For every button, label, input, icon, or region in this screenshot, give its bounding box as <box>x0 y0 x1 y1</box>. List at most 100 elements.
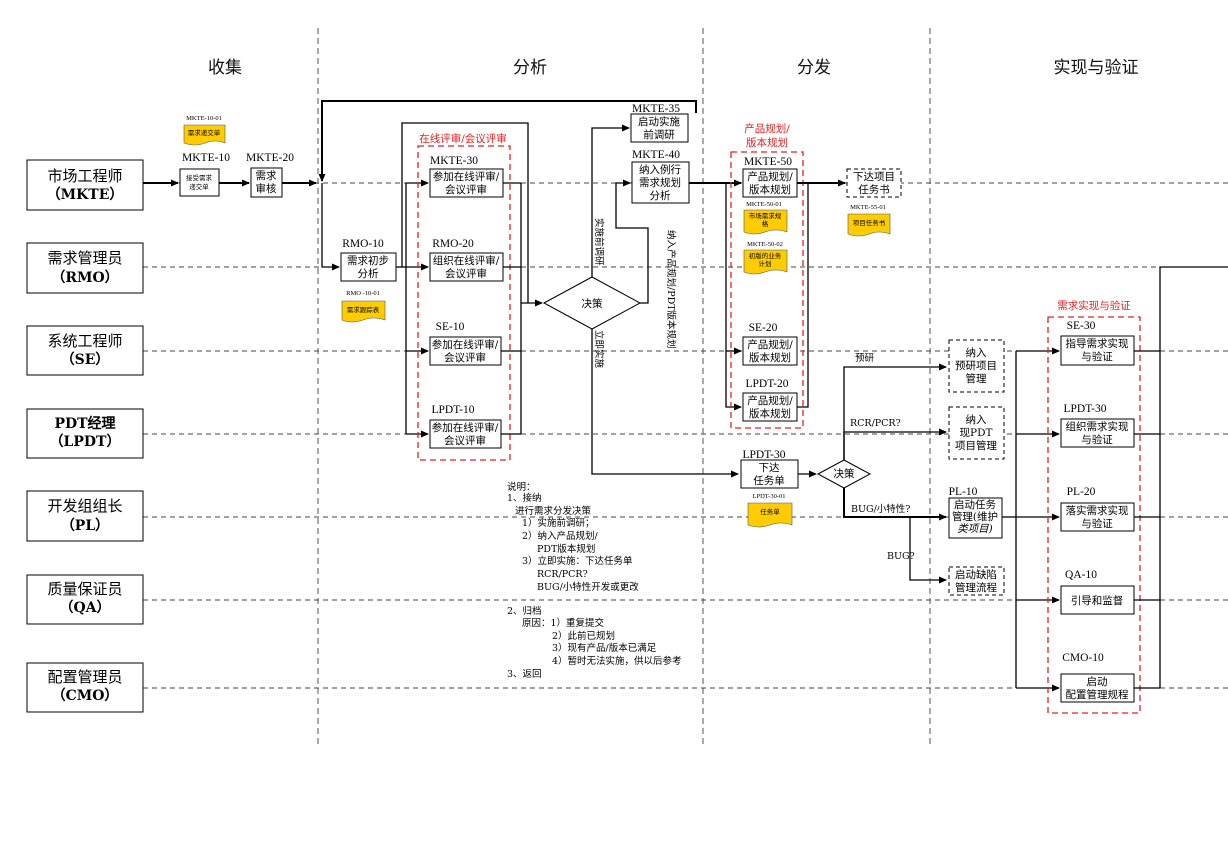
svg-text:LPDT-30: LPDT-30 <box>742 449 785 461</box>
note-line: BUG/小特性开发或更改 <box>537 581 639 593</box>
svg-text:需求初步: 需求初步 <box>347 254 389 267</box>
svg-text:任务单: 任务单 <box>760 507 780 516</box>
role-mkte: 市场工程师 （MKTE） <box>26 159 144 211</box>
exit-bus <box>1159 266 1228 688</box>
role-name: 系统工程师 <box>47 332 122 350</box>
task-se-30: SE-30 指导需求实现 与验证 <box>1060 320 1135 366</box>
task-lpdt-10: LPDT-10 参加在线评审/ 会议评审 <box>429 404 502 449</box>
svg-text:管理: 管理 <box>966 372 987 385</box>
review-group <box>417 145 511 461</box>
notes-block: 说明： 1、接纳 进行需求分发决策 1）实施前调研； 2）纳入产品规划/ PDT… <box>507 481 682 680</box>
task-lpdt-30b: LPDT-30 组织需求实现 与验证 <box>1060 403 1135 448</box>
svg-text:PL-20: PL-20 <box>1067 486 1096 498</box>
arrow-into-plan <box>615 179 649 304</box>
svg-text:需求递交单: 需求递交单 <box>188 128 221 137</box>
role-name: 市场工程师 <box>47 167 122 185</box>
svg-text:MKTE-30: MKTE-30 <box>430 155 478 167</box>
plan-group <box>730 151 804 429</box>
svg-text:接受需求: 接受需求 <box>186 173 213 182</box>
phase-collect: 收集 <box>208 58 242 78</box>
task-mkte-20: MKTE-20 需求 审核 <box>246 152 294 198</box>
svg-text:参加在线评审/: 参加在线评审/ <box>432 338 499 351</box>
svg-text:需求: 需求 <box>256 170 277 182</box>
svg-text:管理(维护: 管理(维护 <box>952 510 998 523</box>
note-line: 2、归档 <box>507 605 542 617</box>
phase-implement: 实现与验证 <box>1054 58 1139 78</box>
svg-text:引导和监督: 引导和监督 <box>1071 594 1124 607</box>
task-defect: 启动缺陷 管理流程 <box>948 566 1005 596</box>
svg-text:RMO-20: RMO-20 <box>432 238 474 250</box>
note-line: 1）实施前调研； <box>522 517 595 529</box>
svg-text:项目任务书: 项目任务书 <box>853 218 886 227</box>
svg-text:产品规划/: 产品规划/ <box>747 170 793 183</box>
svg-text:RMO -10-01: RMO -10-01 <box>346 290 380 297</box>
svg-text:会议评审: 会议评审 <box>445 267 487 280</box>
plan-fanout <box>725 183 742 411</box>
doc-rmo-10-01: RMO -10-01 需求跟踪表 <box>341 290 386 323</box>
role-name: PDT经理 <box>54 415 115 432</box>
svg-text:会议评审: 会议评审 <box>444 434 486 447</box>
review-group-label: 在线评审/会议评审 <box>419 132 507 145</box>
svg-text:启动: 启动 <box>1087 675 1108 688</box>
note-line: 2）此前已规划 <box>552 630 615 642</box>
role-abbr: （SE） <box>61 352 110 368</box>
task-pdt-mgmt: 纳入 现PDT 项目管理 <box>948 406 1005 460</box>
svg-text:CMO-10: CMO-10 <box>1062 652 1104 664</box>
svg-text:启动实施: 启动实施 <box>638 115 680 128</box>
svg-text:任务书: 任务书 <box>858 183 890 196</box>
svg-text:LPDT-30: LPDT-30 <box>1063 403 1106 415</box>
task-rmo-20: RMO-20 组织在线评审/ 会议评审 <box>429 238 504 282</box>
svg-text:LPDT-20: LPDT-20 <box>745 378 788 390</box>
svg-text:LPDT-30-01: LPDT-30-01 <box>753 493 786 500</box>
label-pre-survey: 实施前调研 <box>593 218 605 266</box>
note-line: 3、返回 <box>507 668 542 680</box>
note-line: PDT版本规划 <box>537 543 595 555</box>
svg-text:版本规划: 版本规划 <box>749 407 791 420</box>
svg-text:MKTE-55-01: MKTE-55-01 <box>850 204 886 211</box>
doc-mkte-10-01: MKTE-10-01 需求递交单 <box>183 115 226 146</box>
phase-distribute: 分发 <box>797 58 831 78</box>
arrow-research <box>843 363 947 460</box>
plan-group-label-1: 产品规划/ <box>744 122 790 135</box>
task-lpdt-30: LPDT-30 下达 任务单 <box>740 449 799 489</box>
label-bug: BUG? <box>887 551 915 562</box>
note-line: RCR/PCR? <box>537 569 588 580</box>
svg-text:MKTE-50: MKTE-50 <box>744 156 792 168</box>
role-abbr: （MKTE） <box>47 187 124 203</box>
return-loop <box>318 100 697 182</box>
arrow-immediate <box>591 329 739 478</box>
svg-text:递交单: 递交单 <box>189 182 209 191</box>
svg-text:MKTE-40: MKTE-40 <box>632 149 680 161</box>
svg-text:类项目): 类项目) <box>957 523 993 535</box>
svg-text:组织在线评审/: 组织在线评审/ <box>433 254 500 267</box>
label-into-plan: 纳入产品规划/PDT版本规划 <box>665 230 677 349</box>
svg-text:管理流程: 管理流程 <box>955 581 997 594</box>
svg-text:任务单: 任务单 <box>753 474 785 487</box>
svg-text:纳入: 纳入 <box>966 413 987 426</box>
svg-text:产品规划/: 产品规划/ <box>747 394 793 407</box>
task-mkte-10: MKTE-10 接受需求 递交单 <box>179 152 230 197</box>
svg-text:纳入例行: 纳入例行 <box>639 163 681 176</box>
task-pl-20: PL-20 落实需求实现 与验证 <box>1060 486 1135 532</box>
doc-mkte-50-01: MKTE-50-01 市场需求规 格 <box>743 201 788 235</box>
svg-text:版本规划: 版本规划 <box>749 351 791 364</box>
svg-text:MKTE-10-01: MKTE-10-01 <box>186 115 222 122</box>
svg-text:产品规划/: 产品规划/ <box>747 338 793 351</box>
impl-group-label: 需求实现与验证 <box>1057 299 1131 312</box>
svg-text:组织需求实现: 组织需求实现 <box>1066 420 1129 433</box>
note-line: 说明： <box>507 481 536 493</box>
svg-text:预研项目: 预研项目 <box>955 360 997 372</box>
svg-text:PL-10: PL-10 <box>949 486 978 498</box>
role-name: 开发组组长 <box>47 497 122 515</box>
phase-analyze: 分析 <box>513 58 547 78</box>
svg-text:分析: 分析 <box>358 267 379 280</box>
role-abbr: （PL） <box>61 518 109 534</box>
svg-text:计划: 计划 <box>759 259 772 268</box>
note-line: 4）暂时无法实施，供以后参考 <box>552 655 682 667</box>
plan-group-label-2: 版本规划 <box>746 136 788 149</box>
label-rcr: RCR/PCR? <box>850 418 901 429</box>
svg-text:格: 格 <box>762 219 769 228</box>
svg-text:现PDT: 现PDT <box>960 427 993 439</box>
role-abbr: （LPDT） <box>50 434 121 450</box>
note-line: 进行需求分发决策 <box>515 505 592 517</box>
